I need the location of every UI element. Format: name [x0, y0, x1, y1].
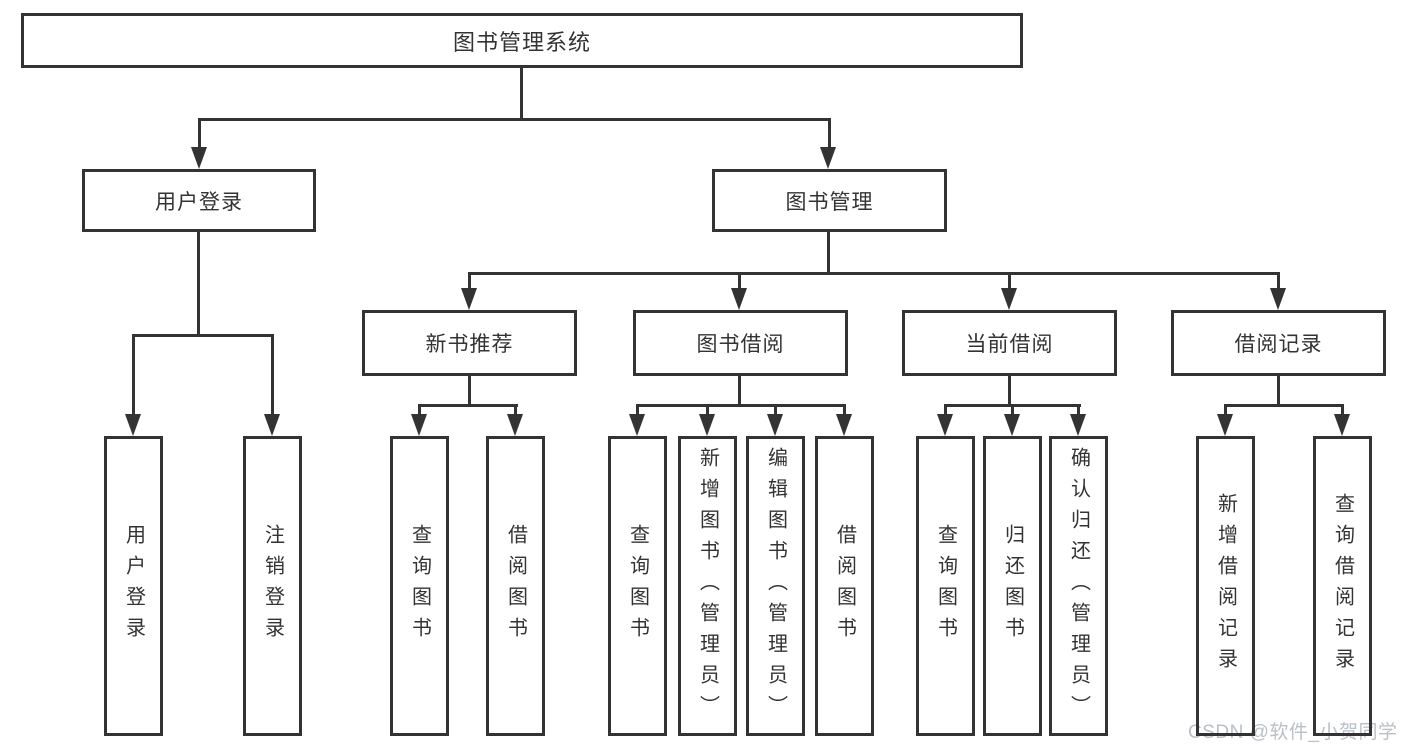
leaf-user-login-label: 用户登录 [122, 524, 145, 648]
node-borrowing-records-label: 借阅记录 [1234, 333, 1323, 356]
connector-login-to-leaf1-line [132, 334, 135, 416]
node-new-book-recommend-label: 新书推荐 [425, 333, 514, 356]
arrow-down-icon [731, 288, 747, 310]
node-user-login-label: 用户登录 [155, 190, 243, 214]
node-book-borrowing-label: 图书借阅 [696, 333, 785, 356]
leaf-query-borrow-record-label: 查询借阅记录 [1331, 493, 1354, 679]
connector-newbooks-stem-line [468, 376, 471, 407]
arrow-down-icon [461, 288, 477, 310]
leaf-query-books-recommend-label: 查询图书 [408, 524, 431, 648]
leaf-logout: 注销登录 [243, 436, 302, 736]
connector-root-fan-line [198, 118, 831, 121]
leaf-logout-label: 注销登录 [261, 524, 284, 648]
connector-to-borrowrecords-line [1277, 272, 1280, 290]
connector-to-currentborrow-line [1008, 272, 1011, 290]
node-book-borrowing: 图书借阅 [633, 310, 848, 376]
leaf-add-books-admin: 新增图书（管理员） [678, 436, 737, 736]
arrow-down-icon [411, 414, 427, 436]
connector-newbooks-fan-line [418, 404, 518, 407]
arrow-down-icon [937, 414, 953, 436]
arrow-down-icon [629, 414, 645, 436]
leaf-query-books-borrowing-label: 查询图书 [626, 524, 649, 648]
node-user-login: 用户登录 [82, 169, 316, 232]
leaf-user-login: 用户登录 [104, 436, 163, 736]
arrow-down-icon [699, 414, 715, 436]
node-book-management: 图书管理 [712, 169, 947, 232]
leaf-query-books-borrowing: 查询图书 [608, 436, 667, 736]
node-root-system: 图书管理系统 [21, 13, 1023, 68]
arrow-down-icon [1070, 414, 1086, 436]
connector-leaf-drop-line [1077, 404, 1080, 418]
csdn-watermark: CSDN @软件_小贺同学 [1188, 722, 1398, 743]
connector-leaf-drop-line [636, 404, 639, 418]
connector-currentborrow-stem-line [1008, 376, 1011, 407]
leaf-confirm-return-admin: 确认归还（管理员） [1049, 436, 1108, 736]
arrow-down-icon [1270, 288, 1286, 310]
arrow-down-icon [1217, 414, 1233, 436]
leaf-confirm-return-admin-label: 确认归还（管理员） [1067, 446, 1090, 726]
connector-to-newbooks-line [468, 272, 471, 290]
leaf-add-books-admin-label: 新增图书（管理员） [696, 446, 719, 726]
leaf-add-borrow-record: 新增借阅记录 [1196, 436, 1255, 736]
node-new-book-recommend: 新书推荐 [362, 310, 577, 376]
connector-leaf-drop-line [1011, 404, 1014, 418]
leaf-return-books-label: 归还图书 [1001, 524, 1024, 648]
node-current-borrowing-label: 当前借阅 [965, 333, 1054, 356]
connector-login-fan-line [132, 334, 274, 337]
leaf-borrow-books: 借阅图书 [815, 436, 874, 736]
connector-leaf-drop-line [514, 404, 517, 418]
connector-borrowrecords-stem-line [1277, 376, 1280, 407]
arrow-down-icon [1334, 414, 1350, 436]
connector-bookmgmt-stem-line [827, 232, 830, 275]
connector-root-stem-line [520, 68, 523, 121]
connector-login-stem-line [197, 232, 200, 337]
leaf-query-books-current: 查询图书 [916, 436, 975, 736]
connector-to-bookborrow-line [738, 272, 741, 290]
node-book-management-label: 图书管理 [785, 190, 874, 214]
leaf-query-books-current-label: 查询图书 [934, 524, 957, 648]
connector-bookborrow-fan-line [636, 404, 846, 407]
connector-root-to-login-line [198, 118, 201, 148]
arrow-down-icon [507, 414, 523, 436]
connector-leaf-drop-line [843, 404, 846, 418]
arrow-down-icon [191, 147, 207, 169]
arrow-down-icon [264, 414, 280, 436]
connector-leaf-drop-line [1341, 404, 1344, 418]
connector-root-to-bookmgmt-line [828, 118, 831, 148]
connector-bookmgmt-fan-line [468, 272, 1280, 275]
leaf-edit-books-admin-label: 编辑图书（管理员） [764, 446, 787, 726]
connector-leaf-drop-line [706, 404, 709, 418]
arrow-down-icon [125, 414, 141, 436]
connector-leaf-drop-line [774, 404, 777, 418]
node-borrowing-records: 借阅记录 [1171, 310, 1386, 376]
arrow-down-icon [836, 414, 852, 436]
connector-leaf-drop-line [1224, 404, 1227, 418]
leaf-query-books-recommend: 查询图书 [390, 436, 449, 736]
arrow-down-icon [1004, 414, 1020, 436]
leaf-return-books: 归还图书 [983, 436, 1042, 736]
arrow-down-icon [767, 414, 783, 436]
connector-leaf-drop-line [944, 404, 947, 418]
leaf-query-borrow-record: 查询借阅记录 [1313, 436, 1372, 736]
node-root-label: 图书管理系统 [452, 29, 591, 55]
connector-leaf-drop-line [418, 404, 421, 418]
arrow-down-icon [820, 147, 836, 169]
connector-borrowrecords-fan-line [1224, 404, 1344, 407]
leaf-borrow-books-label: 借阅图书 [833, 524, 856, 648]
node-current-borrowing: 当前借阅 [902, 310, 1117, 376]
leaf-borrow-books-recommend: 借阅图书 [486, 436, 545, 736]
leaf-edit-books-admin: 编辑图书（管理员） [746, 436, 805, 736]
connector-login-to-leaf2-line [271, 334, 274, 416]
arrow-down-icon [1001, 288, 1017, 310]
leaf-borrow-books-recommend-label: 借阅图书 [504, 524, 527, 648]
connector-bookborrow-stem-line [738, 376, 741, 407]
leaf-add-borrow-record-label: 新增借阅记录 [1214, 493, 1237, 679]
